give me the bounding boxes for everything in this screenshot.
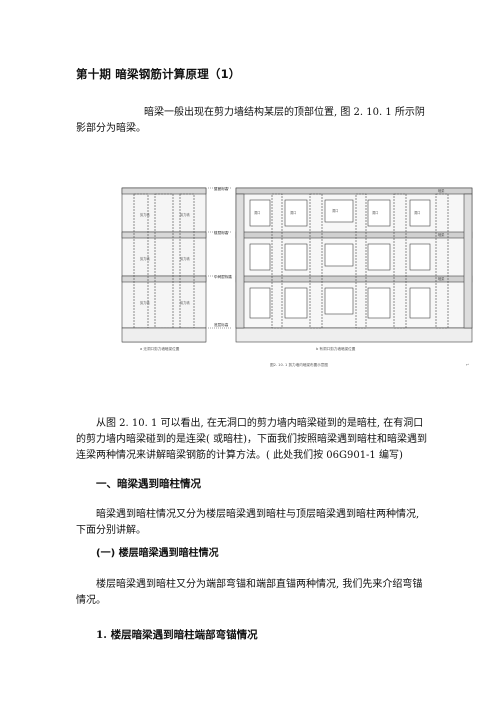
svg-text:底层标高: 底层标高 <box>214 322 229 327</box>
svg-text:洞口: 洞口 <box>372 210 378 215</box>
svg-text:剪力墙: 剪力墙 <box>180 300 190 305</box>
svg-text:洞口: 洞口 <box>332 208 338 213</box>
svg-text:中间层标高: 中间层标高 <box>214 274 232 279</box>
svg-text:暗梁: 暗梁 <box>438 232 445 237</box>
svg-text:剪力墙: 剪力墙 <box>140 300 150 305</box>
svg-text:剪力墙: 剪力墙 <box>140 256 150 261</box>
left-caption: a 无洞口剪力墙暗梁位置 <box>140 346 180 351</box>
section-heading-1: 一、暗梁遇到暗柱情况 <box>96 478 201 490</box>
subsection1-paragraph: 楼层暗梁遇到暗柱又分为端部弯锚和端部直锚两种情况, 我们先来介绍弯锚情况。 <box>76 579 423 606</box>
page-title: 第十期 暗梁钢筋计算原理（1） <box>76 67 241 81</box>
intro-paragraph: 暗梁一般出现在剪力墙结构某层的顶部位置, 图 2. 10. 1 所示阴影部分为暗… <box>76 107 425 134</box>
subsection-heading-1: (一) 楼层暗梁遇到暗柱情况 <box>96 548 219 559</box>
svg-text:剪力墙: 剪力墙 <box>180 256 190 261</box>
paragraph-mark-icon: ↵ <box>466 363 469 367</box>
right-caption: b 有洞口剪力墙暗梁位置 <box>316 346 356 351</box>
svg-text:剪力墙: 剪力墙 <box>180 212 190 217</box>
svg-text:剪力墙: 剪力墙 <box>140 212 150 217</box>
section1-paragraph: 暗梁遇到暗柱情况又分为楼层暗梁遇到暗柱与顶层暗梁遇到暗柱两种情况, 下面分别讲解… <box>76 509 420 536</box>
heading-3: 1. 楼层暗梁遇到暗柱端部弯锚情况 <box>96 629 258 641</box>
figure-caption: 图2. 10. 1 剪力墙内暗梁布置示意图 <box>270 362 328 367</box>
svg-text:楼层标高: 楼层标高 <box>214 230 229 235</box>
svg-text:洞口: 洞口 <box>254 210 260 215</box>
shear-wall-beam-diagram: 屋面标高 楼层标高 中间层标高 底层标高 <box>121 186 473 367</box>
svg-text:暗梁: 暗梁 <box>438 276 445 281</box>
svg-text:洞口: 洞口 <box>414 210 420 215</box>
svg-text:暗梁: 暗梁 <box>438 188 445 193</box>
svg-text:洞口: 洞口 <box>290 210 296 215</box>
body-paragraph: 从图 2. 10. 1 可以看出, 在无洞口的剪力墙内暗梁碰到的是暗柱, 在有洞… <box>76 418 427 461</box>
label-roof: 屋面标高 <box>214 186 229 191</box>
